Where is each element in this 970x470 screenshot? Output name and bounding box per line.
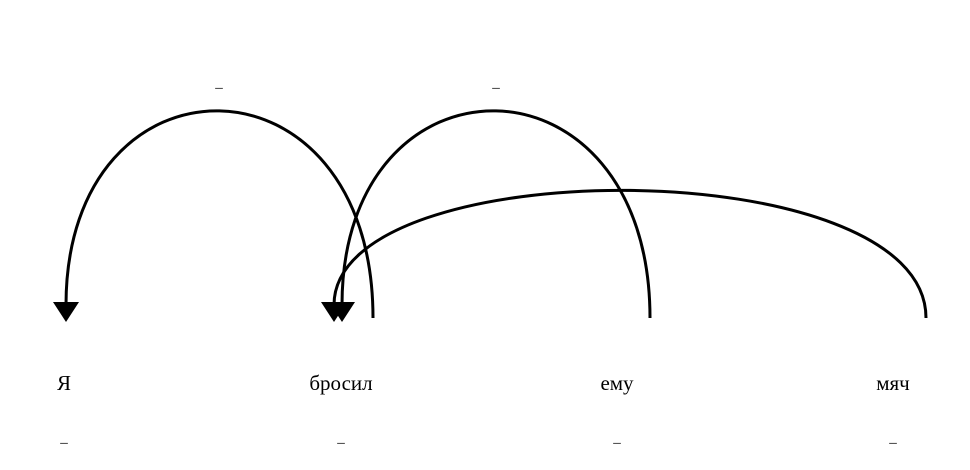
arc-brosil-to-ya-curve: [64, 109, 375, 319]
arc-brosil-to-ya: _: [53, 75, 375, 322]
tag-myach: _: [888, 430, 897, 446]
arc-brosil-to-ya-label: _: [214, 75, 223, 91]
word-myach: мяч: [876, 371, 910, 395]
arc-emu-to-brosil-label: _: [491, 75, 500, 91]
tag-ya: _: [59, 430, 68, 446]
word-brosil: бросил: [309, 371, 372, 395]
arc-myach-to-brosil-label: _: [625, 178, 634, 194]
tag-brosil: _: [336, 430, 345, 446]
word-emu: ему: [600, 371, 634, 395]
arc-brosil-to-ya-arrowhead: [53, 302, 79, 322]
arc-myach-to-brosil-curve: [332, 188, 928, 319]
arc-emu-to-brosil-curve: [340, 109, 652, 319]
arc-emu-to-brosil: _: [329, 75, 652, 322]
word-ya: Я: [57, 371, 71, 395]
arc-myach-to-brosil-arrowhead: [321, 302, 347, 322]
tag-emu: _: [612, 430, 621, 446]
arc-myach-to-brosil: _: [321, 178, 928, 322]
